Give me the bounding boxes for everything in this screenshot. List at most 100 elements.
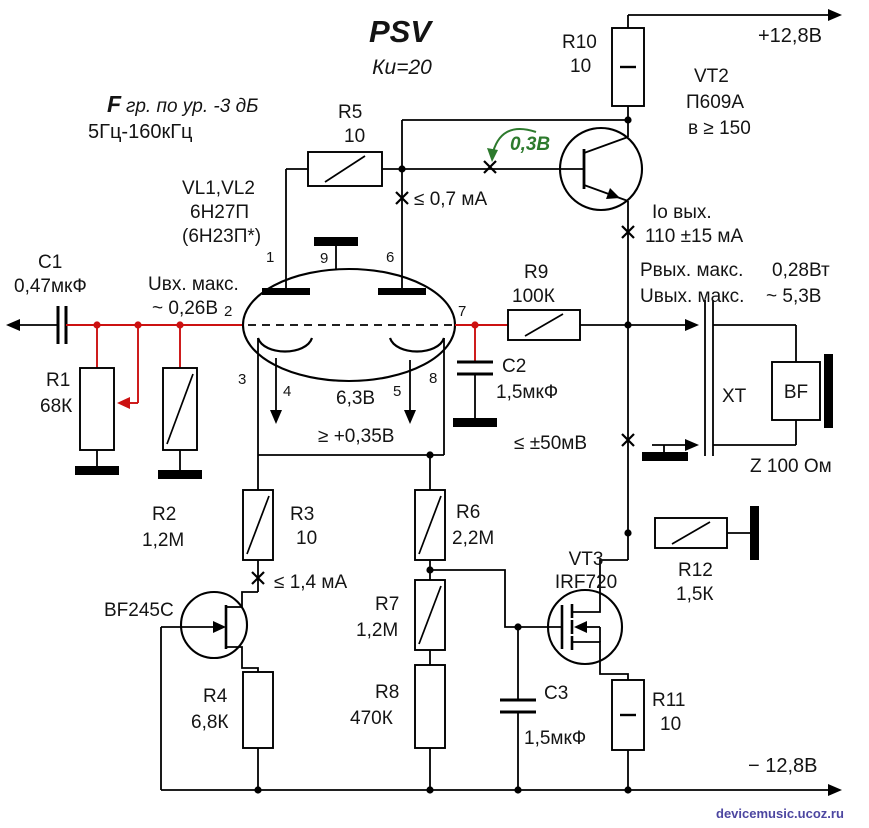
pin-2: 2 [224, 303, 232, 320]
watermark: devicemusic.ucoz.ru [716, 806, 844, 821]
tube-type: 6Н27П [190, 202, 249, 223]
wiper-arrow-icon [117, 397, 130, 409]
arrow-left-icon [6, 319, 20, 331]
emitter-arrow-icon [606, 188, 620, 199]
input-signal-wire [66, 321, 244, 409]
capacitor-c2 [453, 325, 497, 427]
cathode [388, 337, 446, 353]
freq-note: гр. по ур. -3 дБ [126, 96, 258, 117]
r11-ref: R11 [652, 690, 685, 711]
capacitor-c3 [500, 627, 536, 794]
anode-plate [262, 288, 310, 295]
tube-alt-type: (6Н23П*) [182, 226, 261, 247]
tube-refs: VL1,VL2 [182, 178, 255, 199]
ground-icon [642, 452, 688, 461]
pin-5: 5 [393, 383, 401, 400]
vt3-type: IRF720 [555, 572, 617, 593]
arrow-right-icon [828, 9, 842, 21]
ground-icon [158, 470, 202, 479]
r8-ref: R8 [375, 682, 399, 703]
resistor-r3 [241, 455, 274, 607]
negative-rail [161, 784, 842, 796]
freq-range: 5Гц-160кГц [88, 121, 192, 143]
output-power-value: 0,28Вт [772, 260, 830, 281]
resistor-r5 [286, 151, 402, 187]
c1-value: 0,47мкФ [14, 276, 87, 297]
tube-vl1-vl2 [241, 169, 457, 459]
c1-ref: С1 [38, 252, 62, 273]
gain-note: Кu=20 [372, 56, 432, 79]
ground-icon [750, 506, 759, 560]
resistor-r9 [455, 309, 632, 341]
r9-value: 100К [512, 286, 555, 307]
measure-point-base-voltage [483, 160, 497, 174]
ground-icon [314, 237, 358, 246]
headphone-label: BF [784, 382, 808, 403]
pin-9: 9 [320, 250, 328, 267]
page-title: PSV [369, 14, 433, 49]
plug-arrow-icon [685, 319, 699, 331]
r10-value: 10 [570, 56, 591, 77]
r10-ref: R10 [562, 32, 597, 53]
r7-value: 1,2М [356, 620, 398, 641]
input-max-label: Uвх. макс. [148, 274, 239, 295]
gate-arrow-icon [213, 621, 226, 633]
output-voltage-label: Uвых. макс. [640, 286, 744, 307]
r1-ref: R1 [46, 370, 70, 391]
negative-rail-label: − 12,8В [748, 755, 818, 777]
output-power-label: Рвых. макс. [640, 260, 743, 281]
measure-point-output-current [621, 225, 635, 239]
r2-value: 1,2М [142, 530, 184, 551]
cathode-voltage: ≥ +0,35В [318, 426, 394, 447]
pin-7: 7 [458, 303, 466, 320]
output-column [624, 325, 632, 560]
offset-note: ≤ ±50мВ [514, 433, 587, 454]
pin-4: 4 [283, 383, 291, 400]
vt3-ref: VT3 [569, 549, 604, 570]
c3-value: 1,5мкФ [524, 728, 586, 749]
vt2-type: П609А [686, 92, 744, 113]
vt2-beta: в ≥ 150 [688, 118, 751, 139]
measure-point-anode-current [395, 191, 409, 205]
resistor-r8 [414, 664, 446, 794]
transistor-vt1-bf245c [160, 590, 259, 790]
output-current-label: Iо вых. [652, 202, 712, 223]
r12-ref: R12 [678, 560, 713, 581]
vt2-ref: VT2 [694, 66, 729, 87]
positive-rail [627, 9, 842, 28]
pin-6: 6 [386, 249, 394, 266]
heater-voltage: 6,3В [336, 388, 375, 409]
ground-icon [75, 466, 119, 475]
pin-3: 3 [238, 371, 246, 388]
c2-value: 1,5мкФ [496, 382, 558, 403]
r1-value: 68К [40, 396, 72, 417]
positive-rail-label: +12,8В [758, 25, 822, 47]
resistor-r1 [75, 367, 119, 475]
heater-arrow-icon [270, 410, 282, 424]
output-voltage-value: ~ 5,3В [766, 286, 821, 307]
r8-value: 470К [350, 708, 393, 729]
measure-point-offset [621, 433, 635, 447]
resistor-r12 [654, 506, 759, 560]
anode-plate [378, 288, 426, 295]
measure-point-tail-current [251, 571, 265, 585]
tail-current-note: ≤ 1,4 мА [274, 572, 347, 593]
cathode [256, 337, 314, 353]
r3-ref: R3 [290, 504, 314, 525]
r5-ref: R5 [338, 102, 362, 123]
transistor-vt2 [558, 106, 644, 325]
r4-value: 6,8К [191, 712, 228, 733]
r6-value: 2,2М [452, 528, 494, 549]
green-measure-arrow [487, 128, 537, 162]
freq-note-f: F [107, 91, 122, 117]
headphone-bf [771, 354, 833, 428]
resistor-r4 [242, 671, 274, 794]
input-terminal [6, 319, 58, 331]
heater-arrow-icon [404, 410, 416, 424]
impedance-label: Z 100 Ом [750, 456, 832, 477]
pin-1: 1 [266, 249, 274, 266]
connector-label: XT [722, 386, 747, 407]
input-max-value: ~ 0,26В [152, 298, 218, 319]
c2-ref: С2 [502, 356, 526, 377]
